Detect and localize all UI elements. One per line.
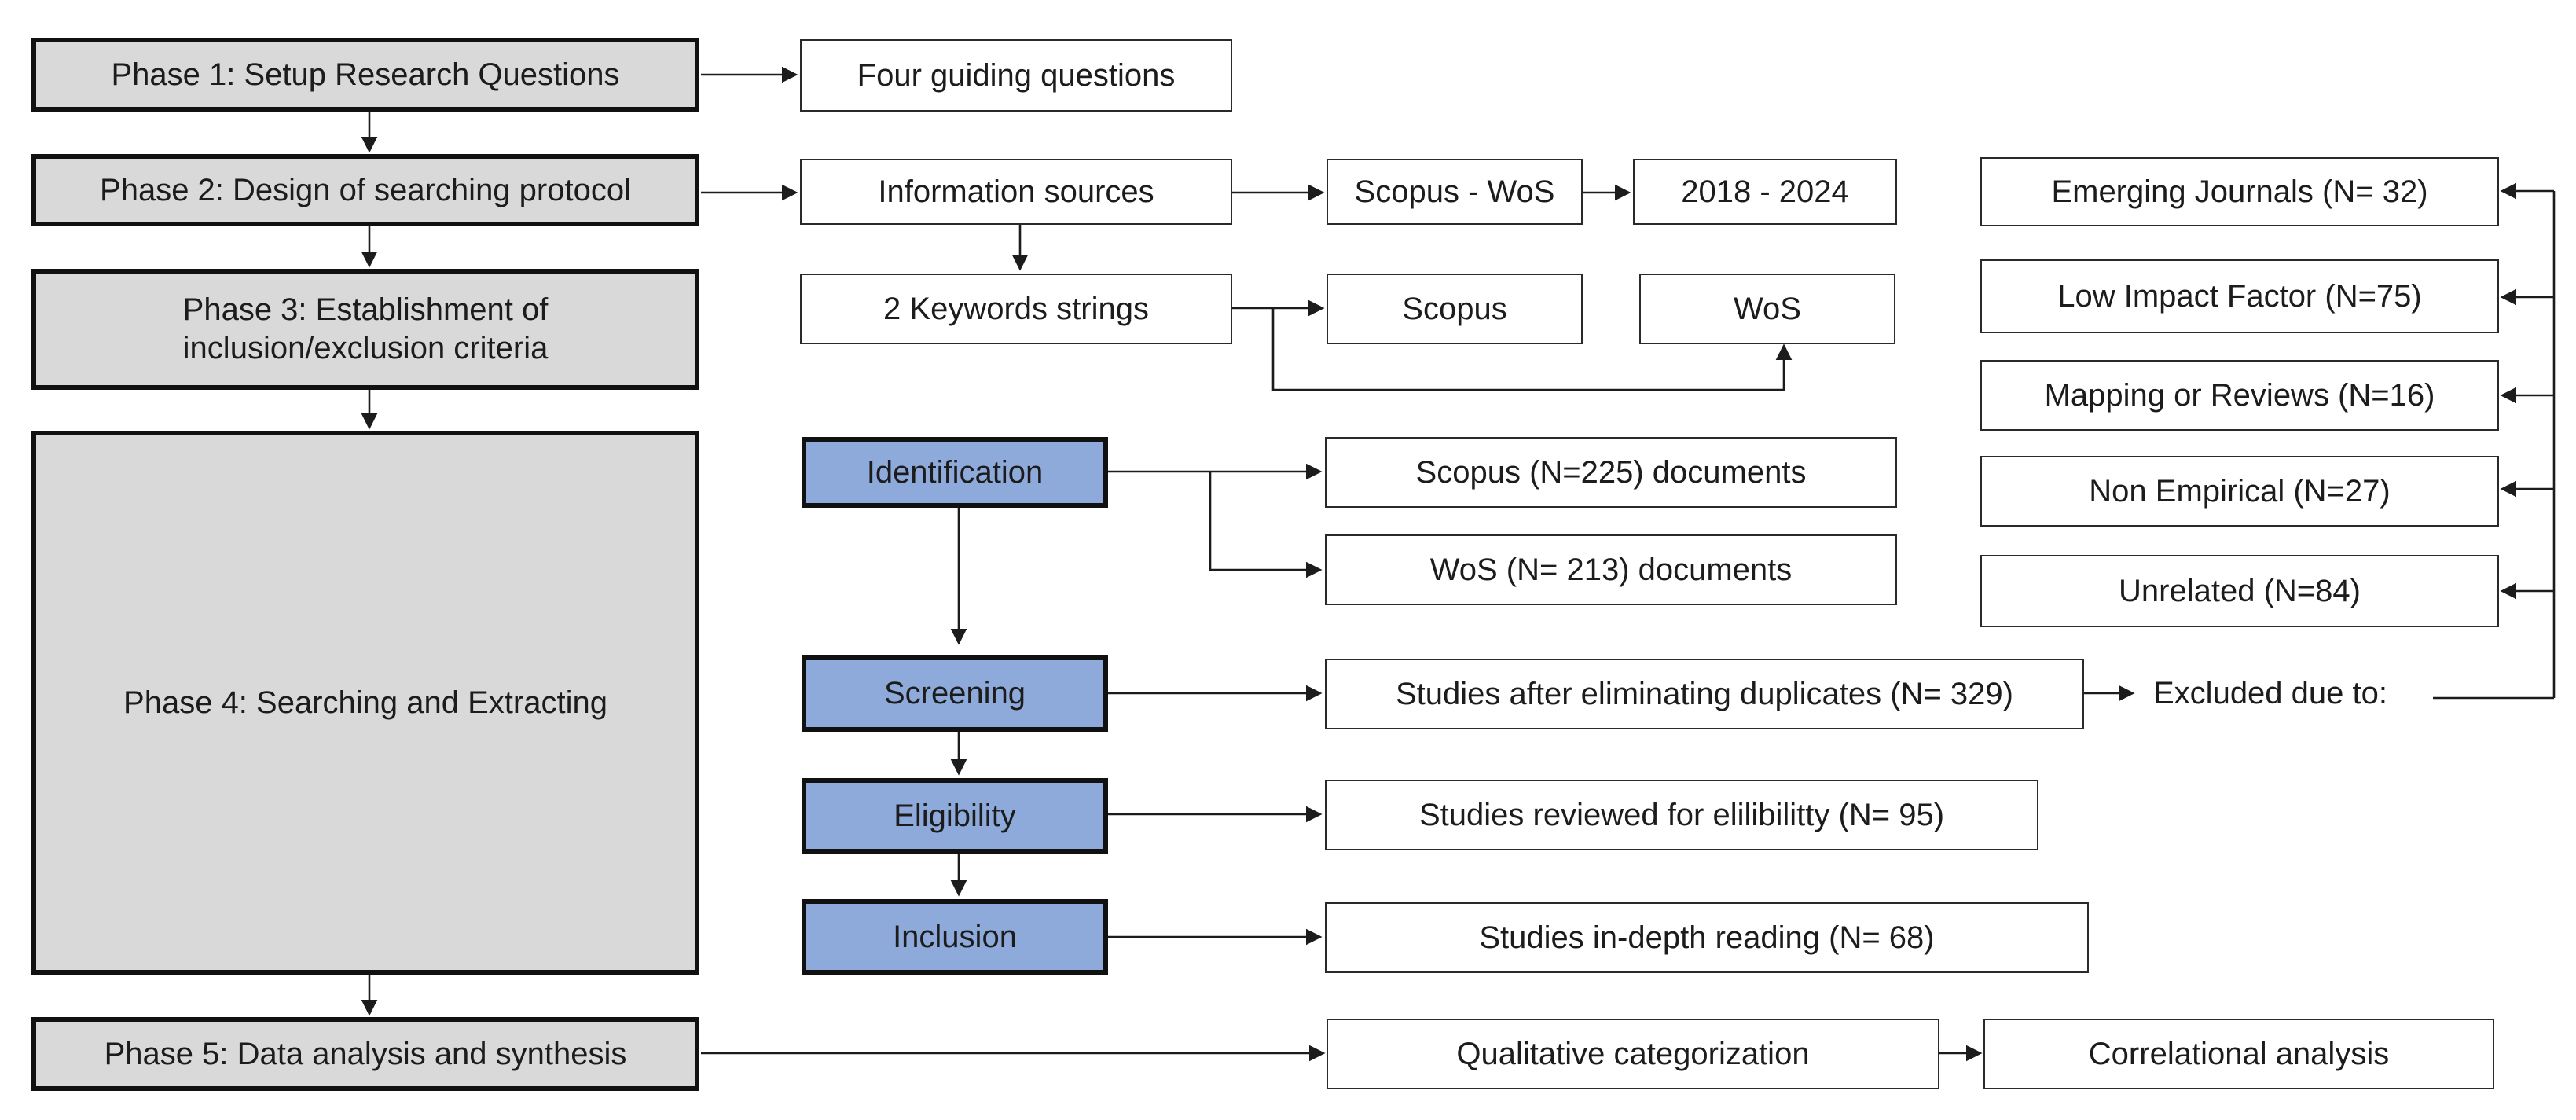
phase-4-label: Phase 4: Searching and Extracting [123,685,607,720]
low-impact-factor-box: Low Impact Factor (N=75) [1980,259,2499,333]
after-duplicates-box: Studies after eliminating duplicates (N=… [1325,659,2084,729]
eligibility-label: Eligibility [894,798,1016,833]
correlational-analysis-box: Correlational analysis [1983,1019,2494,1089]
phase-2-label: Phase 2: Design of searching protocol [100,172,631,207]
inclusion-box: Inclusion [802,899,1108,975]
years-label: 2018 - 2024 [1681,174,1849,209]
scopus-documents-box: Scopus (N=225) documents [1325,437,1897,508]
phase-3-box: Phase 3: Establishment of inclusion/excl… [31,269,699,390]
excluded-due-to-label: Excluded due to: [2153,676,2387,711]
information-sources-box: Information sources [800,159,1232,225]
identification-box: Identification [802,437,1108,508]
unrelated-label: Unrelated (N=84) [2119,573,2361,608]
non-empirical-label: Non Empirical (N=27) [2089,473,2391,509]
emerging-journals-box: Emerging Journals (N= 32) [1980,157,2499,226]
mapping-reviews-label: Mapping or Reviews (N=16) [2044,377,2435,413]
four-guiding-questions-box: Four guiding questions [800,39,1232,112]
wos-label: WoS [1734,291,1801,326]
after-duplicates-label: Studies after eliminating duplicates (N=… [1396,676,2013,711]
screening-box: Screening [802,655,1108,732]
wos-box: WoS [1639,274,1895,344]
mapping-reviews-box: Mapping or Reviews (N=16) [1980,360,2499,431]
correlational-analysis-label: Correlational analysis [2088,1036,2390,1071]
low-impact-factor-label: Low Impact Factor (N=75) [2057,278,2422,314]
eligibility-studies-box: Studies reviewed for elilibilitty (N= 95… [1325,780,2038,850]
phase-1-label: Phase 1: Setup Research Questions [111,57,620,92]
qualitative-categorization-label: Qualitative categorization [1456,1036,1810,1071]
qualitative-categorization-box: Qualitative categorization [1327,1019,1939,1089]
years-box: 2018 - 2024 [1633,159,1897,225]
inclusion-label: Inclusion [893,919,1017,954]
scopus-box: Scopus [1327,274,1583,344]
scopus-documents-label: Scopus (N=225) documents [1415,454,1807,490]
scopus-label: Scopus [1402,291,1507,326]
phase-5-box: Phase 5: Data analysis and synthesis [31,1017,699,1091]
phase-2-box: Phase 2: Design of searching protocol [31,154,699,226]
eligibility-box: Eligibility [802,778,1108,854]
inclusion-studies-box: Studies in-depth reading (N= 68) [1325,902,2089,973]
phase-3-label: Phase 3: Establishment of inclusion/excl… [182,292,549,365]
inclusion-studies-label: Studies in-depth reading (N= 68) [1479,920,1935,955]
information-sources-label: Information sources [878,174,1154,209]
scopus-wos-label: Scopus - WoS [1354,174,1555,209]
wos-documents-box: WoS (N= 213) documents [1325,534,1897,605]
screening-label: Screening [883,676,1026,711]
arrow-identification-wos [1209,472,1323,578]
wos-documents-label: WoS (N= 213) documents [1429,552,1793,587]
four-guiding-questions-label: Four guiding questions [857,57,1176,93]
keywords-strings-box: 2 Keywords strings [800,274,1232,344]
emerging-journals-label: Emerging Journals (N= 32) [2051,174,2428,209]
keywords-strings-label: 2 Keywords strings [883,291,1149,326]
unrelated-box: Unrelated (N=84) [1980,555,2499,627]
phase-5-label: Phase 5: Data analysis and synthesis [104,1036,627,1071]
scopus-wos-box: Scopus - WoS [1327,159,1583,225]
phase-4-box: Phase 4: Searching and Extracting [31,431,699,975]
eligibility-studies-label: Studies reviewed for elilibilitty (N= 95… [1418,797,1945,832]
non-empirical-box: Non Empirical (N=27) [1980,456,2499,527]
identification-label: Identification [866,454,1044,490]
phase-1-box: Phase 1: Setup Research Questions [31,38,699,112]
